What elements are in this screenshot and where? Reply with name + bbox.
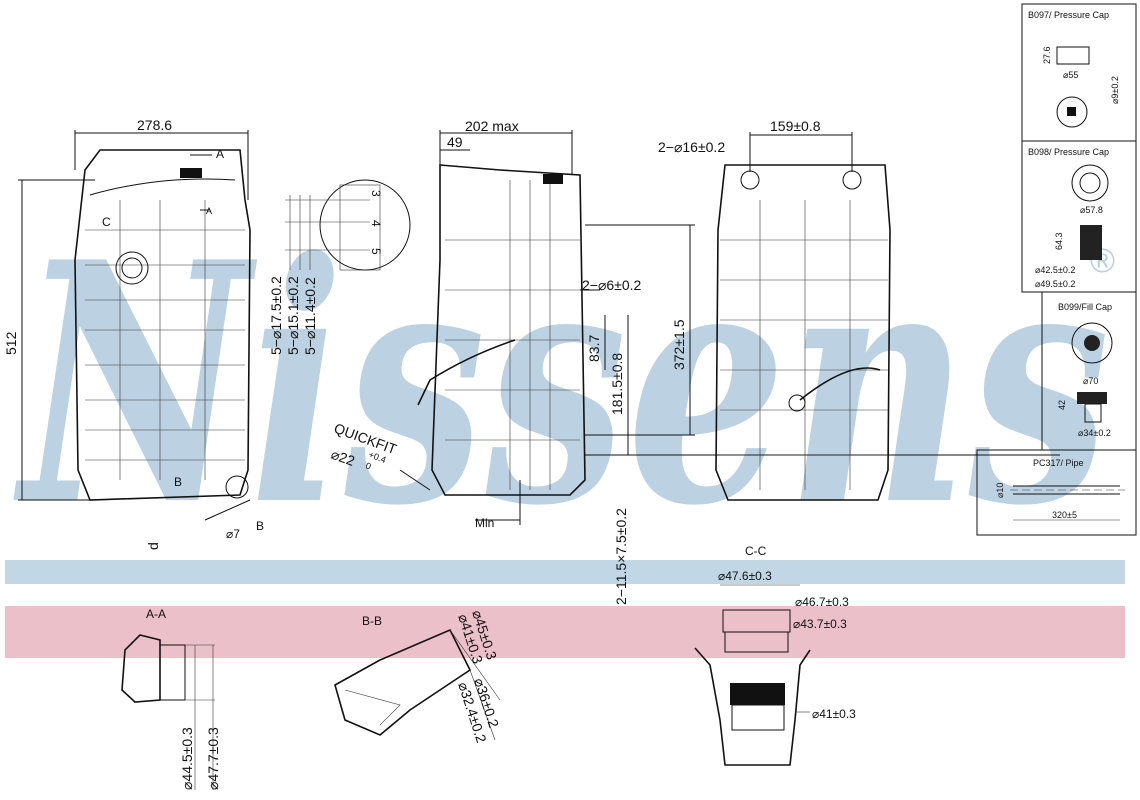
slots-label: 2−11.5×7.5±0.2: [613, 508, 629, 605]
pc317-title: PC317/ Pipe: [1033, 458, 1084, 468]
b098-height: 64.3: [1054, 232, 1064, 250]
section-b-marker: B: [174, 475, 182, 489]
quickfit-diameter: ⌀22: [329, 446, 357, 469]
detail-dia-17-5: 5−⌀17.5±0.2: [268, 276, 284, 355]
front-view-tank: [74, 149, 251, 501]
height-181-5: 181.5±0.8: [609, 353, 625, 415]
b097-diameter: ⌀55: [1063, 70, 1078, 80]
offset-label: 49: [447, 134, 463, 150]
height-372: 372±1.5: [671, 319, 687, 370]
section-bb-title: B-B: [362, 614, 382, 628]
height-label: 512: [3, 331, 19, 355]
detail-4: 4: [369, 220, 383, 227]
side-holes-label: 2−⌀6±0.2: [582, 277, 642, 293]
b097-title: B097/ Pressure Cap: [1028, 10, 1109, 20]
section-aa-title: A-A: [146, 607, 166, 621]
section-aa-dia-44-5: ⌀44.5±0.3: [179, 727, 195, 790]
b097-height: 27.6: [1042, 46, 1052, 64]
panel-pc317: PC317/ Pipe ⌀10 320±5: [976, 449, 1137, 536]
side-dimensions: [399, 130, 1060, 525]
section-a-marker-2: A: [206, 206, 212, 216]
b099-diameter: ⌀70: [1083, 376, 1098, 386]
detail-dia-15-1: 5−⌀15.1±0.2: [285, 276, 301, 355]
section-cc-dia-47-6: ⌀47.6±0.3: [718, 569, 772, 583]
front-dimensions: [18, 130, 251, 521]
section-c-marker: C: [102, 215, 111, 229]
blue-band: [5, 560, 1125, 584]
b097-pin: ⌀9±0.2: [1110, 76, 1120, 104]
b098-title: B098/ Pressure Cap: [1028, 147, 1109, 157]
section-cc-dia-46-7: ⌀46.7±0.3: [795, 595, 849, 609]
pc317-diameter: ⌀10: [995, 483, 1005, 498]
detail-dia-11-4: 5−⌀11.4±0.2: [302, 277, 318, 355]
b099-height: 42: [1057, 400, 1067, 410]
detail-lines: [285, 184, 381, 271]
section-bb-drawing: [334, 628, 501, 741]
section-cc-title: C-C: [745, 544, 767, 558]
section-aa-dia-47-7: ⌀47.7±0.3: [205, 727, 221, 790]
section-a-marker: A: [216, 147, 224, 161]
height-83-7: 83.7: [586, 335, 602, 362]
side-view-tank: [417, 164, 586, 496]
width-label: 278.6: [137, 117, 172, 133]
b098-dia-49-5: ⌀49.5±0.2: [1035, 279, 1075, 289]
section-b-marker-2: B: [256, 519, 264, 533]
b098-dia-42-5: ⌀42.5±0.2: [1035, 265, 1075, 275]
b099-dia-34: ⌀34±0.2: [1078, 428, 1111, 438]
detail-3: 3: [369, 190, 383, 197]
panel-b099: B099/Fill Cap ⌀70 42 ⌀34±0.2: [1041, 291, 1137, 451]
section-cc-dia-43-7: ⌀43.7±0.3: [793, 617, 847, 631]
pink-band: [5, 606, 1125, 658]
panel-b097: B097/ Pressure Cap 27.6 ⌀55 ⌀9±0.2: [1021, 3, 1137, 142]
section-aa-drawing: [121, 634, 215, 790]
section-cc-drawing: [694, 584, 811, 766]
pc317-length: 320±5: [1052, 510, 1077, 520]
section-cc-dia-41: ⌀41±0.3: [812, 707, 856, 721]
min-label: Min: [475, 516, 494, 530]
b099-title: B099/Fill Cap: [1058, 302, 1112, 312]
detail-5: 5: [369, 248, 383, 255]
hole-spacing-label: 159±0.8: [770, 118, 821, 134]
diameter-7-label: ⌀7: [226, 527, 240, 541]
b098-diameter: ⌀57.8: [1080, 205, 1103, 215]
quickfit-tol-zero: 0: [364, 460, 372, 471]
back-holes-label: 2−⌀16±0.2: [658, 139, 725, 155]
mark-label: d: [145, 542, 161, 550]
nissens-watermark: Nissens: [12, 190, 1110, 578]
depth-label: 202 max: [465, 118, 519, 134]
back-dimensions: [749, 132, 853, 172]
